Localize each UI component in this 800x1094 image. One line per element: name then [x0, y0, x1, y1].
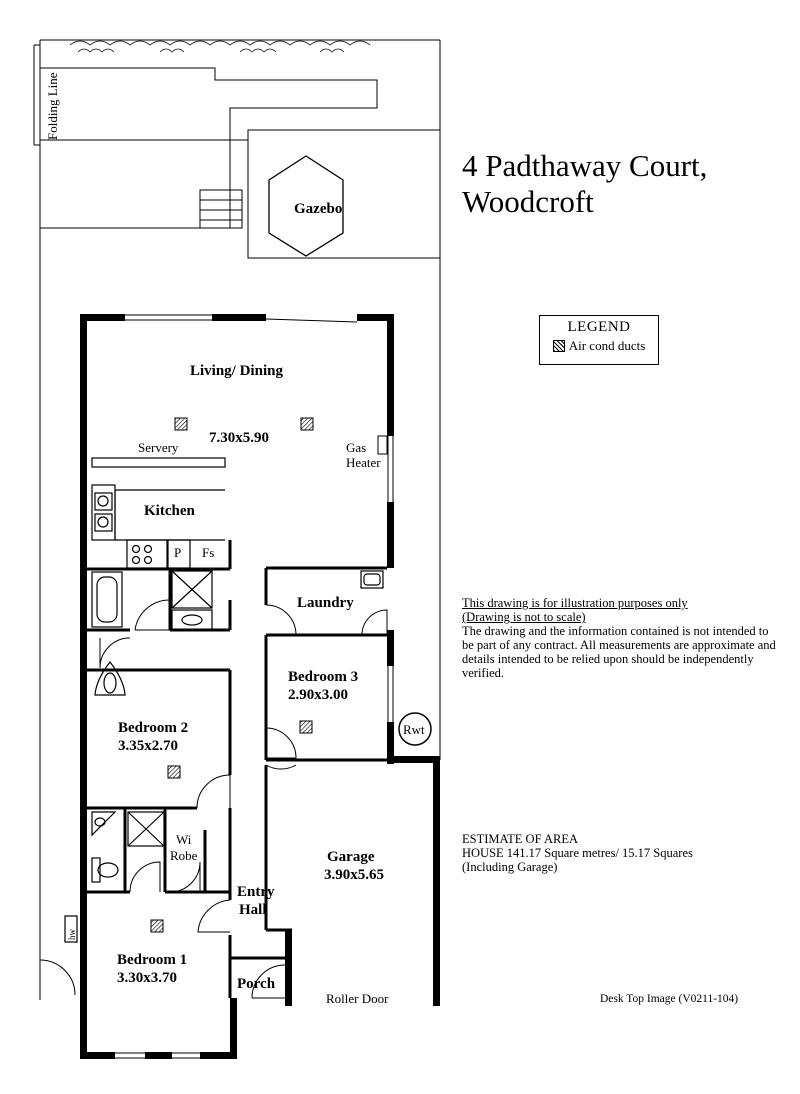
robe-label: Robe	[170, 848, 198, 863]
duct-marker	[299, 720, 313, 734]
duct-marker	[174, 417, 188, 431]
duct-marker	[167, 765, 181, 779]
rwt-label: Rwt	[403, 722, 425, 737]
area-estimate: ESTIMATE OF AREA HOUSE 141.17 Square met…	[462, 832, 782, 874]
living-dim: 7.30x5.90	[209, 430, 269, 446]
entry-label: Entry	[237, 884, 275, 900]
bed1-dim: 3.30x3.70	[117, 970, 177, 986]
page-title: 4 Padthaway Court, Woodcroft	[462, 148, 707, 220]
servery-label: Servery	[138, 440, 179, 455]
air-cond-ducts	[150, 417, 314, 933]
hw-label: hw	[67, 929, 77, 941]
windows	[80, 314, 394, 1059]
yard	[33, 39, 441, 1000]
folding-line-label: Folding Line	[45, 72, 60, 140]
area-note: (Including Garage)	[462, 860, 558, 874]
bed2-dim: 3.35x2.70	[118, 738, 178, 754]
disclaimer-body: The drawing and the information containe…	[462, 624, 776, 680]
exterior-walls	[80, 314, 440, 1059]
rainwater-tank	[398, 712, 432, 746]
duct-marker	[300, 417, 314, 431]
wi-label: Wi	[176, 832, 192, 847]
disclaimer-line-1: This drawing is for illustration purpose…	[462, 596, 688, 610]
hall-label: Hall	[239, 902, 267, 918]
gas-heater	[377, 435, 388, 455]
bed3-label: Bedroom 3	[288, 669, 358, 685]
kitchen-benches	[91, 457, 226, 569]
heater-label: Heater	[346, 455, 381, 470]
roller-door-label: Roller Door	[326, 991, 389, 1006]
gazebo	[268, 155, 344, 257]
bed1-label: Bedroom 1	[117, 952, 187, 968]
bed2-label: Bedroom 2	[118, 720, 188, 736]
pantry-label: P	[174, 545, 181, 560]
legend-row: Air cond ducts	[540, 338, 658, 354]
hatch-swatch-icon	[552, 340, 565, 352]
doors	[39, 599, 388, 999]
kitchen-label: Kitchen	[144, 503, 195, 519]
title-line-2: Woodcroft	[462, 184, 594, 219]
disclaimer-line-2: (Drawing is not to scale)	[462, 610, 586, 624]
porch-label: Porch	[237, 976, 276, 992]
garage-dim: 3.90x5.65	[324, 867, 384, 883]
disclaimer: This drawing is for illustration purpose…	[462, 596, 782, 680]
area-heading: ESTIMATE OF AREA	[462, 832, 578, 846]
living-label: Living/ Dining	[190, 363, 283, 379]
garage-label: Garage	[327, 849, 375, 865]
legend-heading: LEGEND	[567, 319, 631, 335]
laundry-label: Laundry	[297, 595, 354, 611]
footer-credit: Desk Top Image (V0211-104)	[600, 993, 739, 1005]
fridge-space-label: Fs	[202, 545, 214, 560]
title-line-1: 4 Padthaway Court,	[462, 148, 708, 183]
legend-item: Air cond ducts	[568, 338, 646, 353]
duct-marker	[150, 919, 164, 933]
legend: LEGEND Air cond ducts	[539, 315, 659, 365]
fixtures	[64, 570, 384, 943]
gazebo-label: Gazebo	[294, 201, 342, 217]
bed3-dim: 2.90x3.00	[288, 687, 348, 703]
gas-label: Gas	[346, 440, 366, 455]
area-house: HOUSE 141.17 Square metres/ 15.17 Square…	[462, 846, 693, 860]
